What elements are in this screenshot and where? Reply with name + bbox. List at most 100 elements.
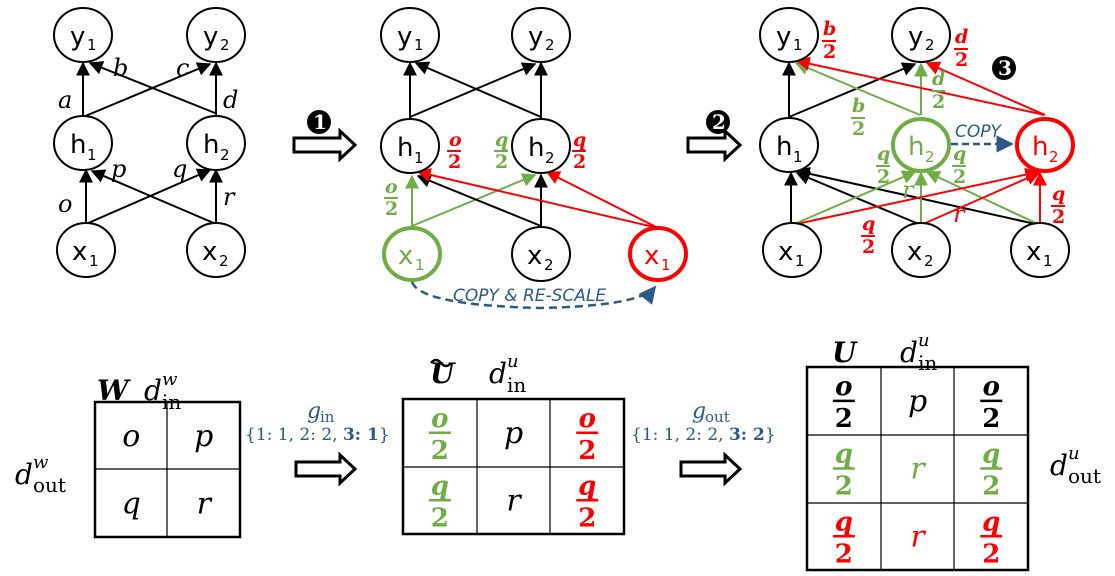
- svg-text:2: 2: [835, 404, 853, 434]
- svg-text:1: 1: [1043, 252, 1053, 270]
- svg-text:2: 2: [219, 252, 229, 270]
- svg-text:2: 2: [1052, 206, 1065, 228]
- svg-text:2: 2: [220, 146, 230, 164]
- matrix-u-tilde-cell: r: [506, 483, 522, 518]
- svg-text:d: d: [955, 26, 968, 48]
- svg-text:y: y: [203, 22, 218, 52]
- svg-text:2: 2: [578, 436, 596, 466]
- label-q-half-red-bottom: q 2: [861, 213, 875, 258]
- svg-text:q: q: [1052, 183, 1065, 205]
- svg-text:1: 1: [313, 110, 327, 134]
- svg-text:q: q: [122, 486, 141, 521]
- svg-text:d: d: [900, 336, 918, 369]
- weight-a: a: [58, 86, 72, 114]
- label-d-half-green: d 2: [931, 68, 945, 113]
- matrix-u-row-dim: d u out: [1050, 443, 1101, 488]
- edge-green-x1-h2: [411, 173, 537, 227]
- edge-h1-y2: [82, 62, 212, 118]
- step-1-arrow: 1: [292, 110, 358, 163]
- svg-text:3: 3: [998, 56, 1012, 80]
- label-q-half-red: q 2: [572, 129, 586, 173]
- svg-text:2: 2: [835, 472, 853, 502]
- svg-text:x: x: [778, 237, 793, 267]
- svg-text:2: 2: [823, 41, 836, 63]
- svg-text:x: x: [907, 237, 922, 267]
- label-r-green: r: [902, 176, 915, 204]
- svg-text:b: b: [823, 18, 836, 40]
- matrix-u-cell: r: [910, 452, 926, 487]
- svg-text:o: o: [122, 419, 140, 454]
- copy-rescale-arc: [410, 281, 657, 310]
- edge-red-x1-h2: [545, 171, 659, 229]
- svg-text:x: x: [72, 237, 87, 267]
- weight-c: c: [176, 54, 189, 82]
- svg-text:y: y: [397, 22, 412, 52]
- svg-text:b: b: [852, 95, 865, 117]
- svg-text:q: q: [578, 471, 596, 501]
- label-o-half-red: o 2: [447, 129, 462, 173]
- matrix-u-cell: q2: [980, 507, 1003, 569]
- label-q-half-green-left: q 2: [876, 143, 890, 188]
- svg-text:2: 2: [877, 166, 890, 188]
- weight-b: b: [113, 54, 128, 82]
- svg-text:in: in: [507, 373, 526, 397]
- svg-text:q: q: [982, 507, 1000, 537]
- svg-text:2: 2: [953, 166, 966, 188]
- svg-text:y: y: [908, 22, 923, 52]
- svg-text:1: 1: [89, 252, 99, 270]
- svg-text:q: q: [982, 440, 1000, 470]
- svg-text:2: 2: [431, 503, 449, 533]
- svg-text:2: 2: [712, 110, 726, 134]
- svg-text:q: q: [953, 143, 966, 165]
- svg-text:2: 2: [924, 252, 934, 270]
- svg-text:q: q: [495, 129, 508, 151]
- svg-text:q: q: [835, 507, 853, 537]
- matrix-u-tilde-cell: q2: [576, 471, 599, 533]
- matrix-u-col-dim: d u in: [900, 330, 937, 375]
- svg-text:q: q: [862, 213, 875, 235]
- svg-text:2: 2: [925, 36, 935, 54]
- svg-text:x: x: [398, 241, 413, 271]
- svg-text:x: x: [644, 241, 659, 271]
- svg-text:h: h: [1032, 132, 1048, 162]
- matrix-u-tilde-cell: o2: [576, 404, 599, 466]
- matrix-u-cell: p: [908, 384, 927, 419]
- tilde-mark: [430, 358, 452, 368]
- svg-text:o: o: [431, 404, 448, 434]
- hollow-arrow-icon: [679, 451, 743, 487]
- svg-text:y: y: [70, 22, 85, 52]
- svg-text:2: 2: [495, 151, 508, 173]
- weight-r: r: [223, 183, 236, 211]
- svg-text:1: 1: [414, 36, 424, 54]
- svg-text:2: 2: [545, 149, 555, 167]
- svg-text:out: out: [1068, 464, 1101, 488]
- svg-text:2: 2: [982, 472, 1000, 502]
- svg-text:x: x: [527, 241, 542, 271]
- svg-text:1: 1: [795, 252, 805, 270]
- matrix-u-cell: o2: [980, 372, 1003, 434]
- label-d-half-red: d 2: [954, 26, 968, 71]
- svg-text:r: r: [197, 486, 213, 521]
- svg-text:q: q: [431, 471, 449, 501]
- svg-text:p: p: [194, 419, 213, 454]
- matrix-w-row-dim: d w out: [15, 452, 66, 497]
- step-3-badge: [992, 56, 1016, 80]
- svg-text:2: 2: [955, 49, 968, 71]
- copy-label: COPY: [955, 122, 1003, 142]
- svg-text:in: in: [918, 351, 937, 375]
- svg-text:2: 2: [578, 503, 596, 533]
- svg-text:r: r: [910, 452, 926, 487]
